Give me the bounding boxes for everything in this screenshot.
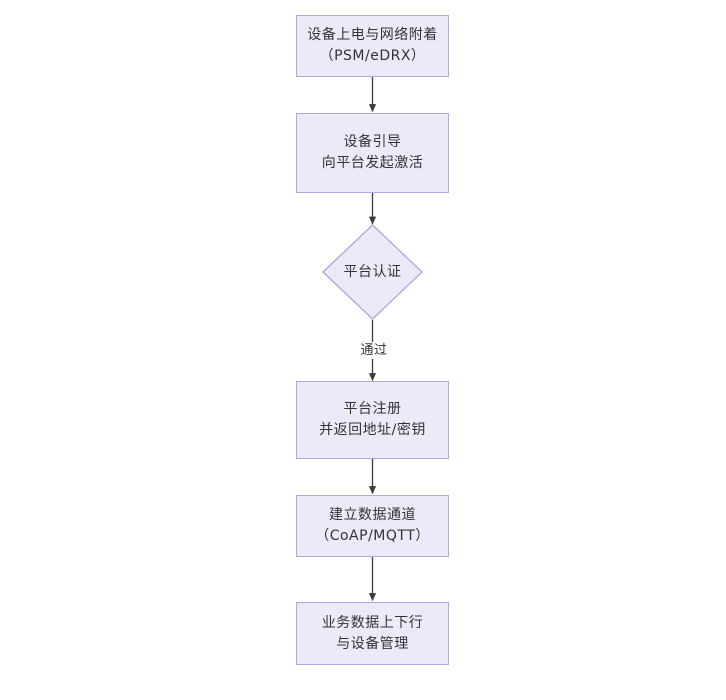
node-business-data[interactable]: 业务数据上下行 与设备管理 [296,602,449,665]
edge-label-text: 通过 [360,343,388,358]
diamond-shape [322,224,423,320]
node-label-line2: 与设备管理 [336,635,409,652]
node-label-line1: 平台注册 [343,401,402,417]
node-platform-registration[interactable]: 平台注册 并返回地址/密钥 [296,381,449,459]
node-label-line1: 平台认证 [343,263,402,280]
node-device-bootstrap[interactable]: 设备引导 向平台发起激活 [296,113,449,193]
node-label-line1: 设备上电与网络附着 [307,27,438,43]
edge-label-pass: 通过 [353,342,395,359]
node-label-line1: 设备引导 [343,134,402,150]
node-data-channel[interactable]: 建立数据通道 （CoAP/MQTT） [296,495,449,557]
node-label-line2: （PSM/eDRX） [319,48,426,64]
node-device-power-on[interactable]: 设备上电与网络附着 （PSM/eDRX） [296,15,449,77]
node-label-line1: 建立数据通道 [329,507,416,523]
node-label-line2: 向平台发起激活 [321,155,424,171]
node-label-line1: 业务数据上下行 [321,614,424,631]
node-label-line2: （CoAP/MQTT） [315,528,430,544]
node-platform-authentication[interactable]: 平台认证 [322,224,423,320]
node-label-line2: 并返回地址/密钥 [319,422,426,438]
